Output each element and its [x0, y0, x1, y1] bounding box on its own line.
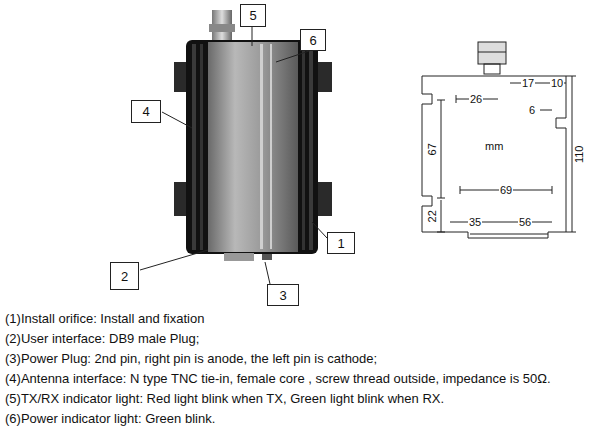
callout-box: 6	[300, 29, 326, 51]
callout-box: 4	[131, 100, 161, 123]
dimension-label: 69	[499, 184, 513, 197]
dimension-label: 17	[521, 77, 535, 90]
callout-number: 1	[337, 236, 344, 251]
description-line: (4)Antenna interface: N type TNC tie-in,…	[5, 372, 551, 387]
dimension-label: 6	[528, 104, 536, 117]
description-line: (2)User interface: DB9 male Plug;	[5, 332, 199, 347]
callout-number: 5	[249, 8, 256, 23]
description-line: (3)Power Plug: 2nd pin, right pin is ano…	[5, 352, 377, 367]
callout-number: 6	[309, 33, 316, 48]
description-line: (5)TX/RX indicator light: Red light blin…	[5, 392, 444, 407]
dimension-label: 67	[426, 142, 439, 156]
dimension-label: 22	[426, 209, 439, 223]
callout-number: 3	[279, 288, 286, 303]
description-line: (6)Power indicator light: Green blink.	[5, 412, 215, 427]
callout-number: 2	[121, 269, 128, 284]
dimension-label: 26	[469, 93, 483, 106]
dimension-label: 10	[550, 77, 564, 90]
description-line: (1)Install orifice: Install and fixation	[5, 312, 204, 327]
callout-box: 2	[110, 262, 139, 290]
dimension-label: 56	[518, 216, 532, 229]
callout-box: 5	[240, 4, 266, 27]
dimension-label: 110	[573, 145, 586, 165]
callout-box: 3	[267, 284, 299, 306]
dimension-label: 35	[468, 216, 482, 229]
callout-number: 4	[142, 104, 149, 119]
dimension-label: mm	[484, 140, 504, 153]
callout-box: 1	[327, 232, 355, 254]
